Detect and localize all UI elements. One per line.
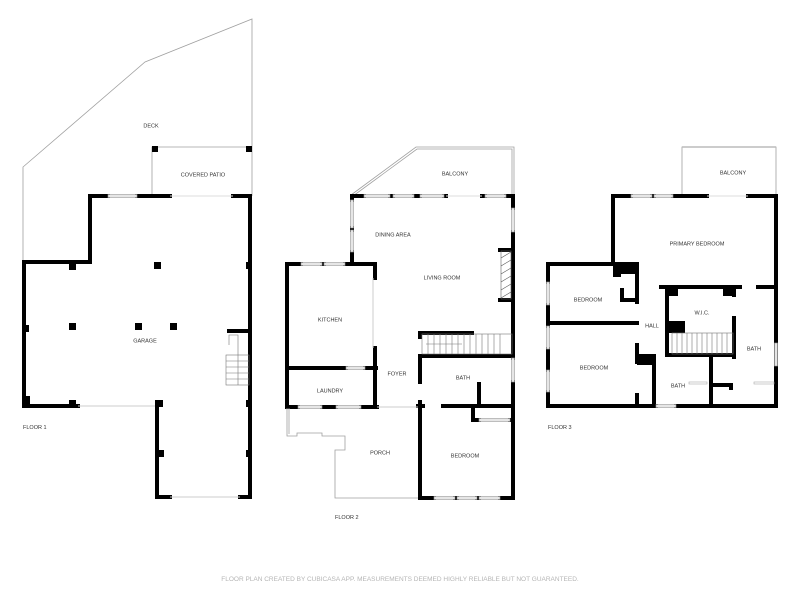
room-label-bedroom-floor-2: BEDROOM [451,453,480,459]
room-label-bath-right: BATH [747,346,761,352]
balcony-outline-floor-2 [350,146,515,196]
floor-1-label: FLOOR 1 [23,425,47,431]
floor-3-windows [546,194,778,408]
garage-stairs [225,334,250,386]
floor-2-walls [285,194,515,500]
room-label-laundry: LAUNDRY [317,388,344,394]
floor-2-label: FLOOR 2 [335,515,359,521]
room-label-balcony-floor-2: BALCONY [442,171,469,177]
floor-3-label: FLOOR 3 [548,425,572,431]
floor-1-plan: DECK COVERED PATIO GARAGE FLOOR 1 [22,18,253,499]
room-label-balcony-floor-3: BALCONY [720,170,747,176]
room-label-porch: PORCH [370,450,390,456]
room-label-primary-bedroom: PRIMARY BEDROOM [670,241,725,247]
garage-walls [22,194,252,499]
floor-3-stairs [671,332,734,355]
room-label-dining-area: DINING AREA [375,232,411,238]
floor-2-stairs [421,333,513,355]
floor-2-plan: BALCONY DINING AREA LIVING ROOM KITCHEN … [285,146,515,521]
porch-outline [286,408,418,499]
room-label-deck: DECK [143,123,159,129]
footer-disclaimer: FLOOR PLAN CREATED BY CUBICASA APP. MEAS… [221,576,579,583]
room-label-foyer: FOYER [388,371,407,377]
room-label-living-room: LIVING ROOM [424,275,461,281]
room-label-garage: GARAGE [133,338,157,344]
fireplace-icon [500,250,512,300]
room-label-bath-floor-2: BATH [456,375,470,381]
room-label-bedroom-lower: BEDROOM [580,365,609,371]
room-label-covered-patio: COVERED PATIO [181,172,226,178]
room-label-wic: W.I.C. [695,310,710,316]
room-label-bath-center: BATH [671,383,685,389]
floor-3-plan: BALCONY PRIMARY BEDROOM BEDROOM W.I.C. H… [546,146,778,431]
deck-outline [22,18,253,264]
garage-columns [25,262,251,457]
room-label-kitchen: KITCHEN [318,317,342,323]
room-label-bedroom-upper: BEDROOM [574,297,603,303]
floor-2-windows [297,194,515,500]
room-label-hall: HALL [645,323,659,329]
